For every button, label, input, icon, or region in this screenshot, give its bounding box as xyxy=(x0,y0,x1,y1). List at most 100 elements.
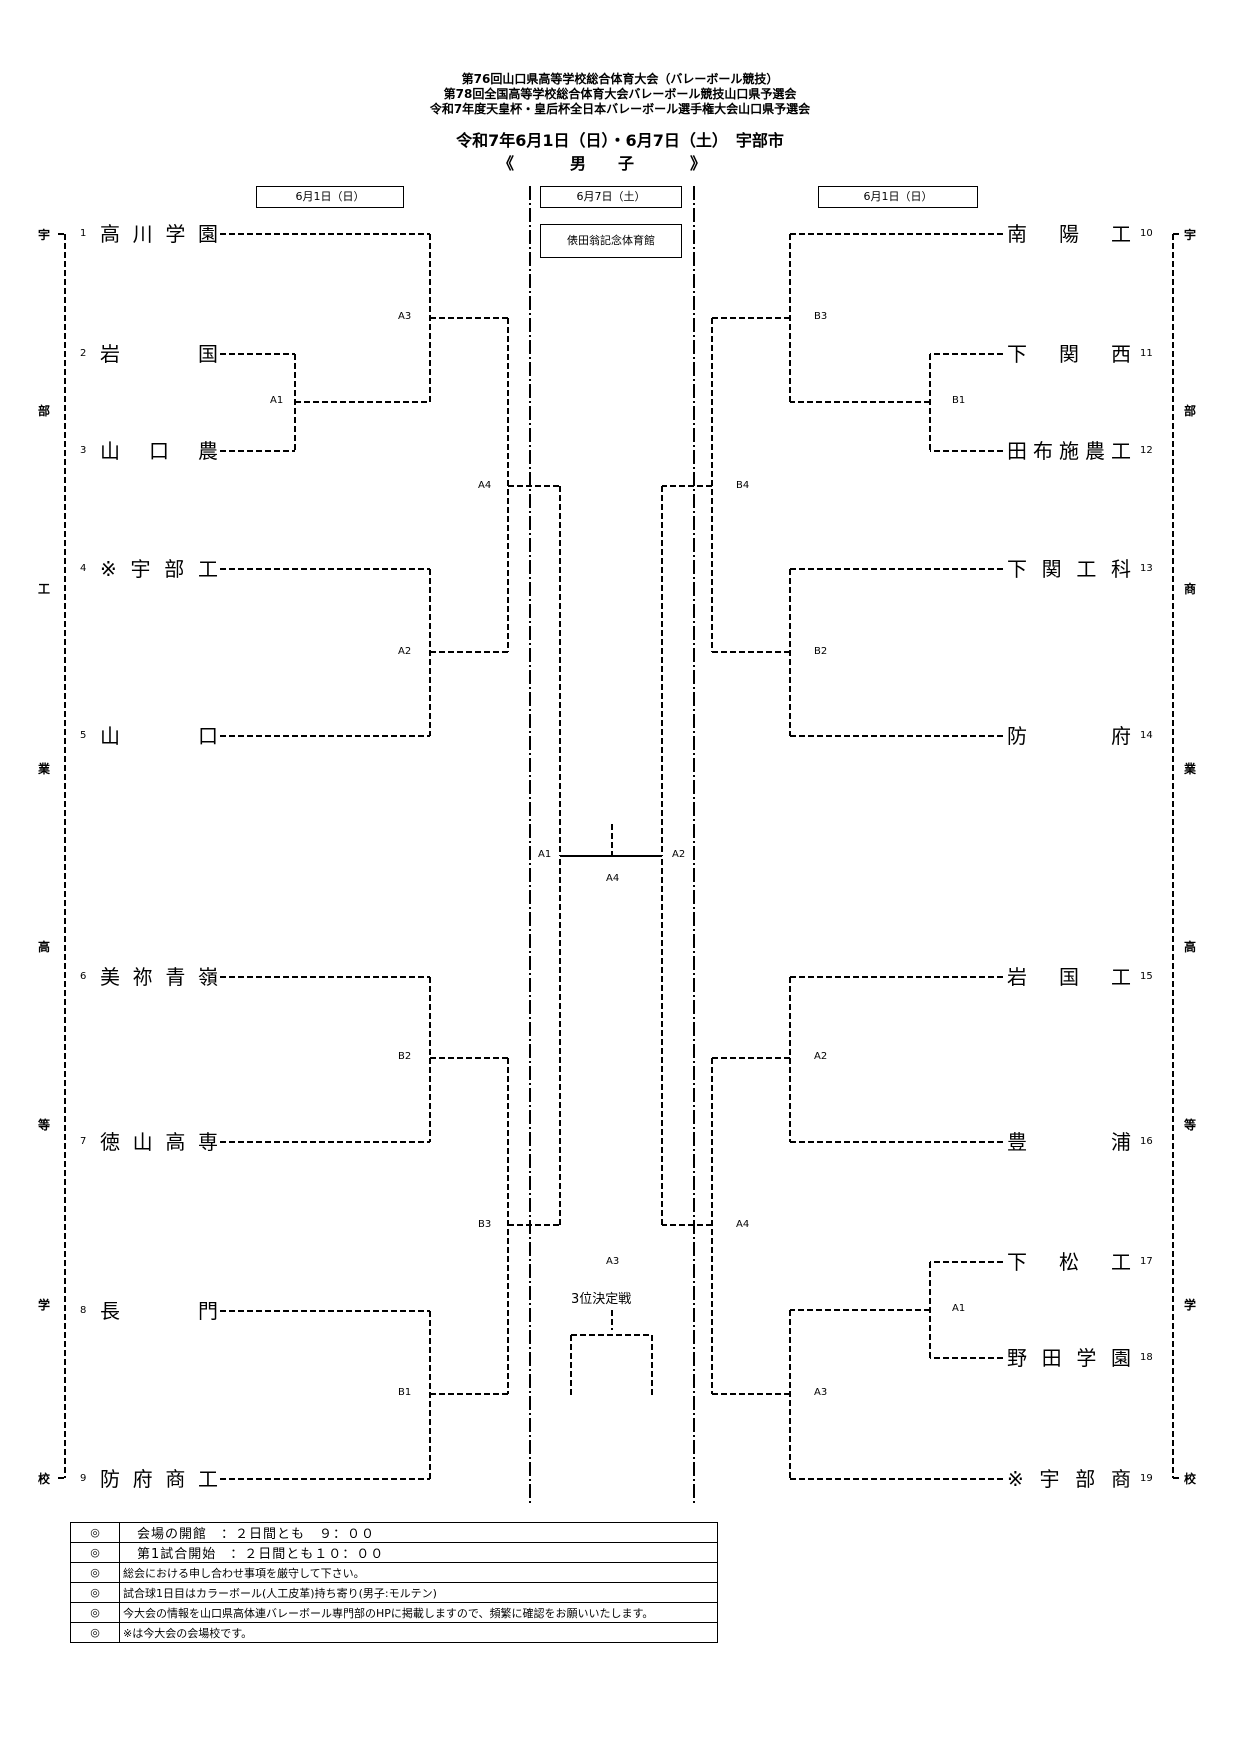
match-label: B2 xyxy=(398,1051,412,1062)
date-box-left: 6月1日（日） xyxy=(256,186,404,208)
team-name: 田布施農工 xyxy=(1007,439,1131,463)
team-seed-number: 15 xyxy=(1140,971,1153,982)
note-mark: ◎ xyxy=(70,1522,120,1543)
match-label: A3 xyxy=(814,1387,828,1398)
team-name: 岩国工 xyxy=(1007,965,1131,989)
gender-bracket-close: 》 xyxy=(690,154,707,173)
match-label: A1 xyxy=(952,1303,966,1314)
team-name: 下松工 xyxy=(1007,1250,1131,1274)
note-text: 総会における申し合わせ事項を厳守して下さい。 xyxy=(119,1562,718,1583)
team-name: 徳山高専 xyxy=(100,1130,218,1154)
note-mark: ◎ xyxy=(70,1602,120,1623)
note-mark: ◎ xyxy=(70,1562,120,1583)
host-school-char: 校 xyxy=(37,1472,50,1486)
host-school-char: 宇 xyxy=(1183,228,1196,242)
note-text: 試合球1日目はカラーボール(人工皮革)持ち寄り(男子:モルテン) xyxy=(119,1582,718,1603)
team-seed-number: 10 xyxy=(1140,228,1153,239)
team-name: 防府商工 xyxy=(100,1467,218,1491)
match-label: B1 xyxy=(952,395,966,406)
team-seed-number: 9 xyxy=(80,1473,87,1484)
date-box-right: 6月1日（日） xyxy=(818,186,978,208)
team-name: 美祢青嶺 xyxy=(100,965,218,989)
notes-table: ◎ 会場の開館 ：２日間とも ９：００◎ 第1試合開始 ：２日間とも１０：００◎… xyxy=(70,1522,718,1643)
note-text: 今大会の情報を山口県高体連バレーボール専門部のHPに掲載しますので、頻繁に確認を… xyxy=(119,1602,718,1623)
match-label: A2 xyxy=(398,646,412,657)
match-label: A2 xyxy=(672,849,686,860)
team-seed-number: 5 xyxy=(80,730,87,741)
match-label: B2 xyxy=(814,646,828,657)
tournament-title-3: 令和7年度天皇杯・皇后杯全日本バレーボール選手権大会山口県予選会 xyxy=(429,102,811,116)
tournament-title-1: 第76回山口県高等学校総合体育大会（バレーボール競技） xyxy=(461,72,779,86)
host-school-char: 学 xyxy=(1183,1298,1196,1312)
team-name: 長門 xyxy=(100,1299,218,1323)
host-school-char: 等 xyxy=(37,1118,50,1132)
host-school-char: 高 xyxy=(37,940,50,954)
match-label: A4 xyxy=(736,1219,750,1230)
host-school-char: 業 xyxy=(1183,762,1196,776)
team-seed-number: 19 xyxy=(1140,1473,1153,1484)
note-mark: ◎ xyxy=(70,1622,120,1643)
note-text: 会場の開館 ：２日間とも ９：００ xyxy=(119,1522,718,1543)
team-seed-number: 4 xyxy=(80,563,87,574)
team-seed-number: 6 xyxy=(80,971,87,982)
match-label: A3 xyxy=(606,1256,620,1267)
team-seed-number: 18 xyxy=(1140,1352,1153,1363)
match-label: A4 xyxy=(606,873,620,884)
host-school-char: 校 xyxy=(1183,1472,1196,1486)
team-seed-number: 12 xyxy=(1140,445,1153,456)
note-mark: ◎ xyxy=(70,1542,120,1563)
team-name: 南陽工 xyxy=(1007,222,1131,246)
team-seed-number: 11 xyxy=(1140,348,1153,359)
host-school-char: 高 xyxy=(1183,940,1196,954)
team-seed-number: 3 xyxy=(80,445,87,456)
team-name: 豊浦 xyxy=(1007,1130,1131,1154)
host-school-char: 部 xyxy=(37,404,50,418)
gender-label: 男 子 xyxy=(570,154,635,173)
team-seed-number: 7 xyxy=(80,1136,87,1147)
team-seed-number: 13 xyxy=(1140,563,1153,574)
host-school-char: 宇 xyxy=(37,228,50,242)
team-name: 山口 xyxy=(100,724,218,748)
team-name: 防府 xyxy=(1007,724,1131,748)
match-label: A1 xyxy=(270,395,284,406)
host-school-char: 等 xyxy=(1183,1118,1196,1132)
team-seed-number: 1 xyxy=(80,228,87,239)
match-label: B4 xyxy=(736,480,750,491)
note-row: ◎総会における申し合わせ事項を厳守して下さい。 xyxy=(70,1562,718,1583)
match-label: A1 xyxy=(538,849,552,860)
team-name: 山口農 xyxy=(100,439,218,463)
note-text: 第1試合開始 ：２日間とも１０：００ xyxy=(119,1542,718,1563)
team-seed-number: 2 xyxy=(80,348,87,359)
note-row: ◎試合球1日目はカラーボール(人工皮革)持ち寄り(男子:モルテン) xyxy=(70,1582,718,1603)
team-seed-number: 17 xyxy=(1140,1256,1153,1267)
host-school-char: 学 xyxy=(37,1298,50,1312)
match-label: A4 xyxy=(478,480,492,491)
host-school-char: 工 xyxy=(37,582,50,596)
tournament-dates: 令和7年6月1日（日）・6月7日（土） 宇部市 xyxy=(456,131,784,150)
match-label: B1 xyxy=(398,1387,412,1398)
note-text: ※は今大会の会場校です。 xyxy=(119,1622,718,1643)
date-box-center: 6月7日（土） xyxy=(540,186,682,208)
team-name: 高川学園 xyxy=(100,222,218,246)
team-seed-number: 14 xyxy=(1140,730,1153,741)
note-row: ◎ 第1試合開始 ：２日間とも１０：００ xyxy=(70,1542,718,1563)
match-label: B3 xyxy=(814,311,828,322)
tournament-title-2: 第78回全国高等学校総合体育大会バレーボール競技山口県予選会 xyxy=(443,87,797,101)
match-label: A2 xyxy=(814,1051,828,1062)
venue-box: 俵田翁記念体育館 xyxy=(540,224,682,258)
team-name: ※宇部工 xyxy=(100,557,218,581)
note-row: ◎今大会の情報を山口県高体連バレーボール専門部のHPに掲載しますので、頻繁に確認… xyxy=(70,1602,718,1623)
host-school-char: 部 xyxy=(1183,404,1196,418)
team-name: 野田学園 xyxy=(1007,1346,1131,1370)
match-label: B3 xyxy=(478,1219,492,1230)
team-name: 岩国 xyxy=(100,342,218,366)
team-name: 下関西 xyxy=(1007,342,1131,366)
team-seed-number: 8 xyxy=(80,1305,87,1316)
gender-bracket-open: 《 xyxy=(498,154,515,173)
host-school-char: 商 xyxy=(1183,582,1196,596)
host-school-char: 業 xyxy=(37,762,50,776)
third-place-label: 3位決定戦 xyxy=(571,1292,632,1307)
note-mark: ◎ xyxy=(70,1582,120,1603)
note-row: ◎ 会場の開館 ：２日間とも ９：００ xyxy=(70,1522,718,1543)
